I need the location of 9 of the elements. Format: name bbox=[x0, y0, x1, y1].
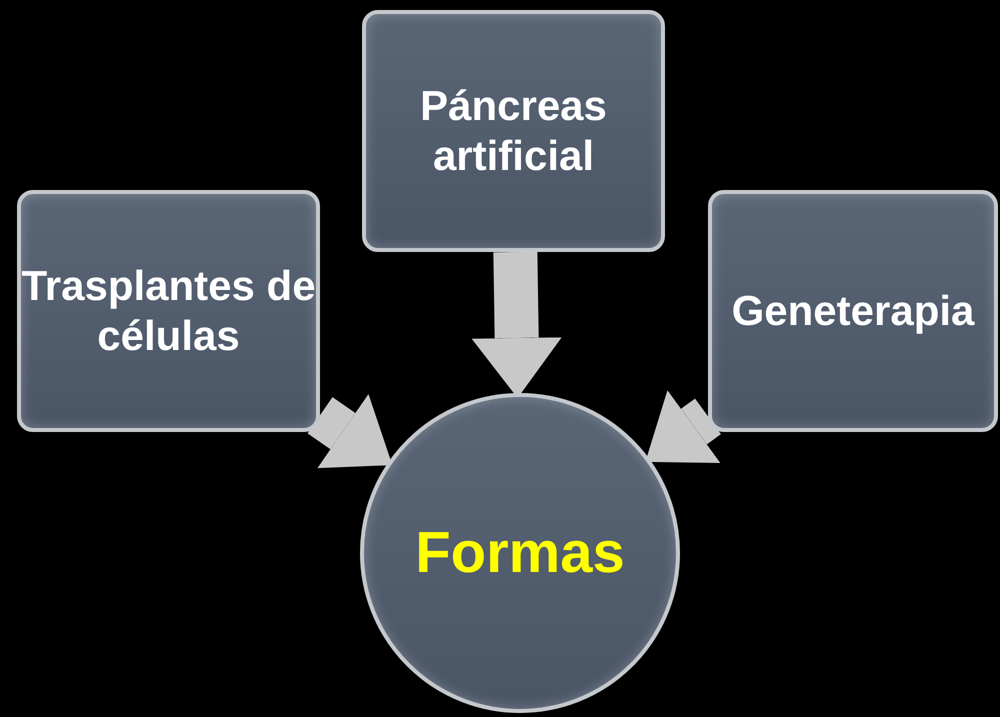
topic-box bbox=[362, 10, 665, 252]
block-arrow bbox=[308, 394, 392, 468]
topic-box bbox=[708, 190, 998, 432]
node-label: Geneterapia bbox=[732, 286, 974, 336]
topic-box bbox=[17, 190, 320, 432]
node-label: Páncreas artificial bbox=[419, 80, 608, 181]
node-label: Trasplantes de células bbox=[21, 260, 316, 361]
block-arrow bbox=[645, 390, 721, 463]
node-label: Formas bbox=[415, 519, 625, 588]
